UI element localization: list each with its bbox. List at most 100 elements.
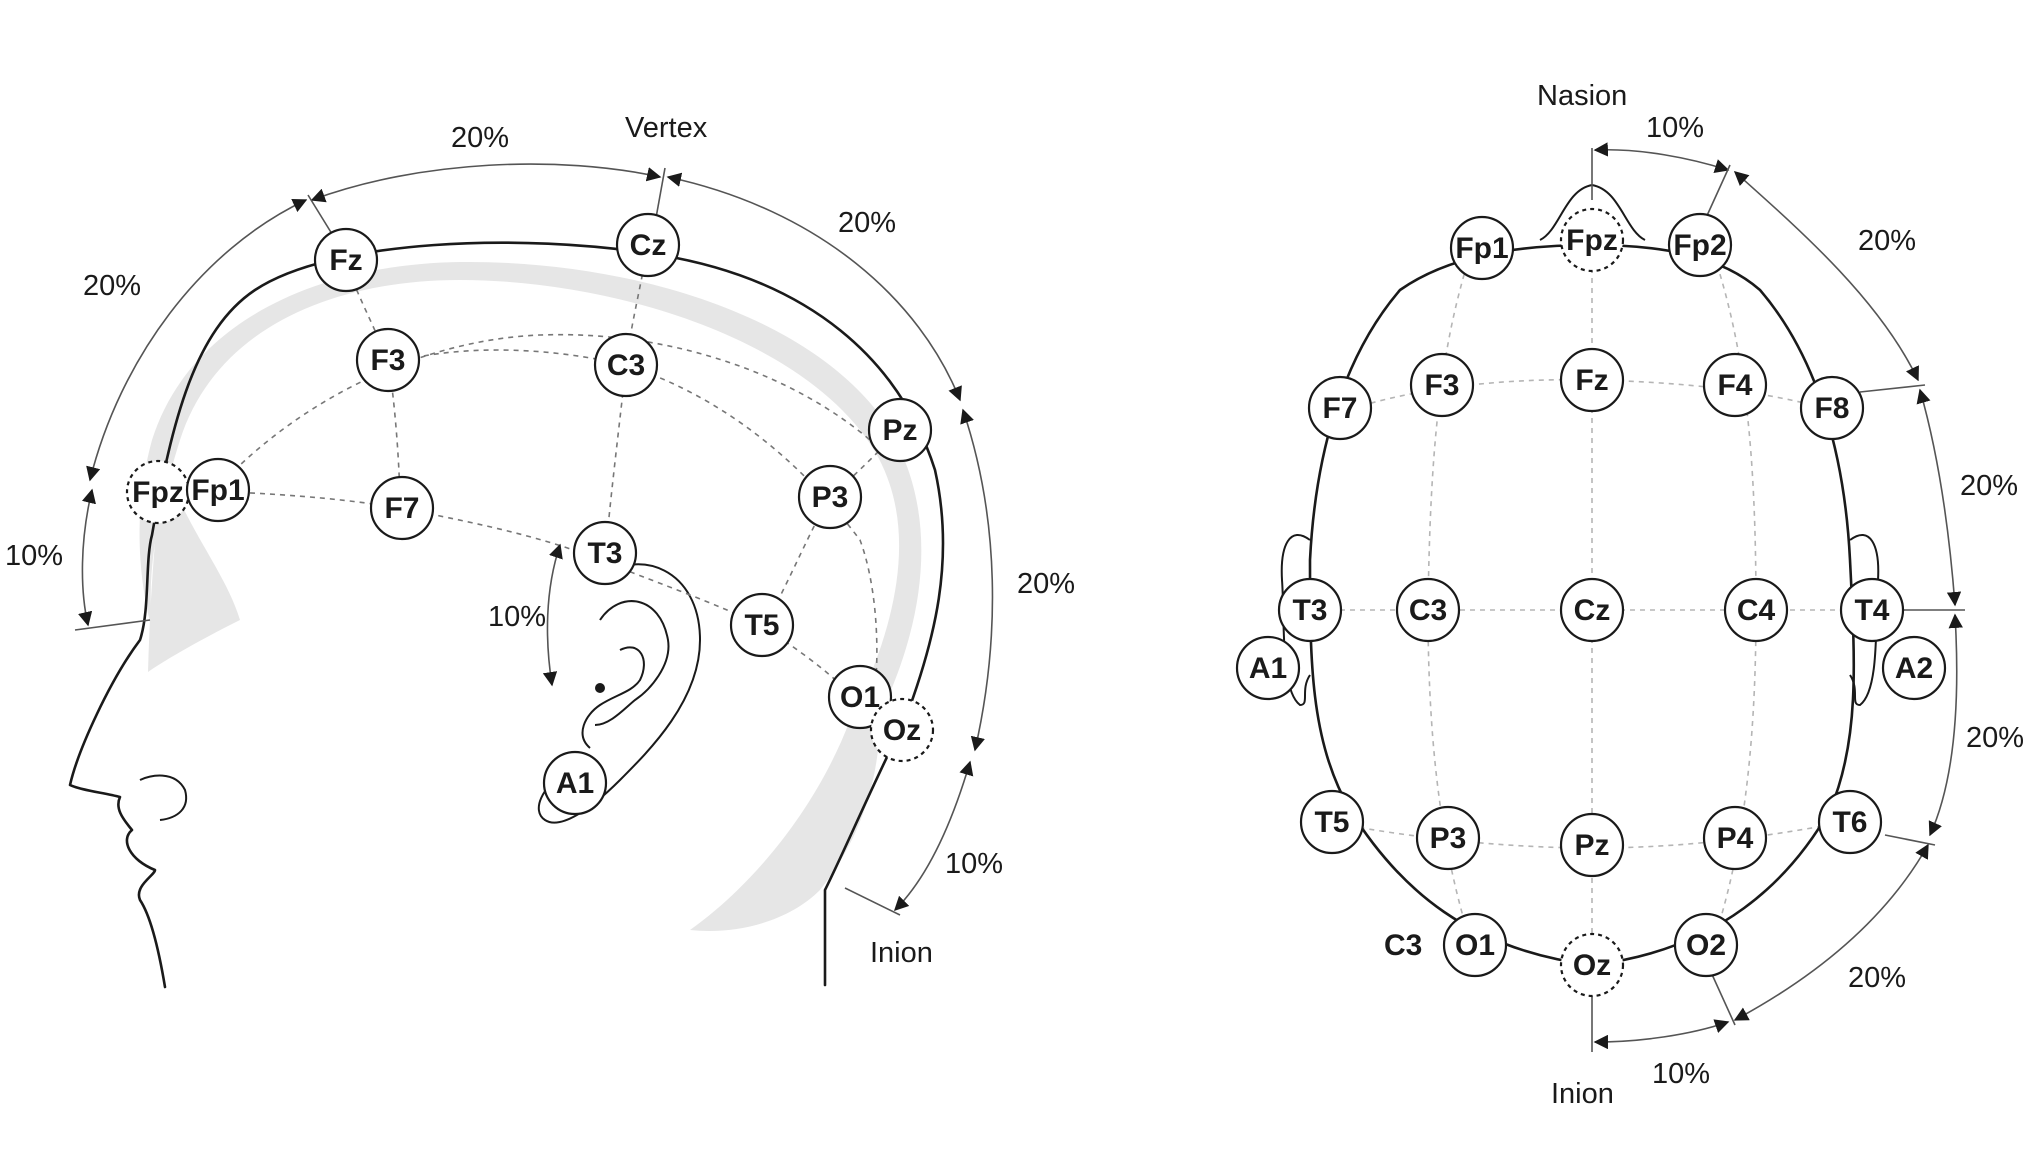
top-electrode-ring-a1 [1235,635,1301,701]
side-electrode-label-oz: Oz [883,714,921,747]
side-electrode-ring-pz [867,397,933,463]
side-ear-canal [581,646,645,749]
top-ear-left [1280,534,1311,707]
top-electrode-label-c3: C3 [1409,594,1447,627]
side-electrode-label-a1: A1 [556,767,594,800]
top-electrode-fp2: Fp2 [1667,212,1733,278]
top-electrode-t4: T4 [1839,577,1905,643]
top-electrode-ring-t5 [1299,789,1365,855]
top-pct-o2-inion: 10% [1652,1058,1710,1090]
side-pct-oz-inion: 10% [945,848,1003,880]
top-tick-f8 [1859,384,1926,393]
side-electrode-label-t3: T3 [587,537,622,570]
top-electrode-f4: F4 [1702,352,1768,418]
top-tick-t6 [1884,834,1936,846]
side-meas-arc-nasion-fpz [78,488,96,627]
top-electrode-p4: P4 [1702,805,1768,871]
top-label-inion: Inion [1551,1078,1614,1110]
side-electrode-label-fpz: Fpz [132,476,184,509]
side-electrode-f7: F7 [369,475,435,541]
side-grid-arc-upper [384,349,878,691]
top-electrode-label-o2: O2 [1686,929,1726,962]
top-electrode-label-f4: F4 [1717,369,1752,402]
top-electrode-t5: T5 [1299,789,1365,855]
top-electrode-ring-f3 [1409,352,1475,418]
top-electrode-label-t6: T6 [1832,806,1867,839]
side-electrode-c3: C3 [593,332,659,398]
top-electrode-ring-t3 [1277,577,1343,643]
side-electrode-label-fz: Fz [329,244,362,277]
top-electrode-label-f7: F7 [1322,392,1357,425]
top-electrode-ring-oz [1559,932,1625,998]
top-electrode-ring-p4 [1702,805,1768,871]
top-pct-fp2-f8: 20% [1858,225,1916,257]
side-electrode-fz: Fz [313,227,379,293]
top-electrode-label-f8: F8 [1814,392,1849,425]
top-meas-o2-inion [1593,1019,1730,1050]
side-electrode-ring-c3 [593,332,659,398]
top-electrode-label-p4: P4 [1717,822,1754,855]
side-meas-arc-fz-cz [310,163,662,203]
top-electrode-ring-pz [1559,812,1625,878]
top-meas-f8-t4 [1916,388,1962,607]
side-ear [537,563,702,824]
top-label-nasion: Nasion [1537,80,1627,112]
top-electrode-o2: O2 [1673,912,1739,978]
top-electrode-ring-o1 [1442,912,1508,978]
side-electrode-ring-cz [615,212,681,278]
side-electrode-ring-t3 [572,520,638,586]
top-electrode-a2: A2 [1881,635,1947,701]
side-label-vertex: Vertex [625,112,708,144]
side-grid-col1 [344,261,401,509]
side-electrode-cz: Cz [615,212,681,278]
top-electrode-p3: P3 [1415,805,1481,871]
top-electrode-c3: C3 [1395,577,1461,643]
top-electrode-o1: O1 [1442,912,1508,978]
top-electrode-ring-o2 [1673,912,1739,978]
side-electrode-pz: Pz [867,397,933,463]
side-electrode-fpz: Fpz [125,459,191,525]
side-meas-arc-fpz-fz [86,199,308,482]
top-extra-label-c3: C3 [1384,929,1422,962]
top-tick-o2 [1709,969,1736,1026]
top-electrode-ring-fp1 [1449,215,1515,281]
side-electrode-ring-t5 [729,592,795,658]
top-electrode-label-fpz: Fpz [1566,224,1618,257]
top-electrode-label-pz: Pz [1574,829,1609,862]
side-electrode-ring-oz [869,697,935,763]
top-pct-t6-o2: 20% [1848,962,1906,994]
side-pct-nasion-fpz: 10% [5,540,63,572]
side-electrode-fp1: Fp1 [185,457,251,523]
top-electrode-f7: F7 [1307,375,1373,441]
top-electrode-ring-fpz [1559,207,1625,273]
side-electrode-label-f7: F7 [384,492,419,525]
top-electrode-ring-c3 [1395,577,1461,643]
side-electrode-a1: A1 [542,750,608,816]
top-electrode-ring-c4 [1723,577,1789,643]
top-electrode-ring-fp2 [1667,212,1733,278]
top-electrode-pz: Pz [1559,812,1625,878]
top-electrode-fp1: Fp1 [1449,215,1515,281]
side-meas-arc-ear [542,543,563,687]
top-electrode-label-cz: Cz [1574,594,1611,627]
side-tick-inion [844,887,901,916]
top-electrode-ring-f7 [1307,375,1373,441]
top-electrode-fpz: Fpz [1559,207,1625,273]
top-electrode-label-a1: A1 [1249,652,1287,685]
side-ear-inner [594,600,670,726]
top-electrode-label-fp2: Fp2 [1673,229,1726,262]
top-electrode-a1: A1 [1235,635,1301,701]
top-electrode-fz: Fz [1559,347,1625,413]
top-electrode-c4: C4 [1723,577,1789,643]
top-electrode-ring-f4 [1702,352,1768,418]
side-pct-fz-cz: 20% [451,122,509,154]
top-pct-t4-t6: 20% [1966,722,2024,754]
side-ear-dot [595,683,605,693]
side-electrode-label-cz: Cz [630,229,667,262]
side-label-inion: Inion [870,937,933,969]
side-electrode-label-fp1: Fp1 [191,474,244,507]
top-electrode-ring-t6 [1817,789,1883,855]
